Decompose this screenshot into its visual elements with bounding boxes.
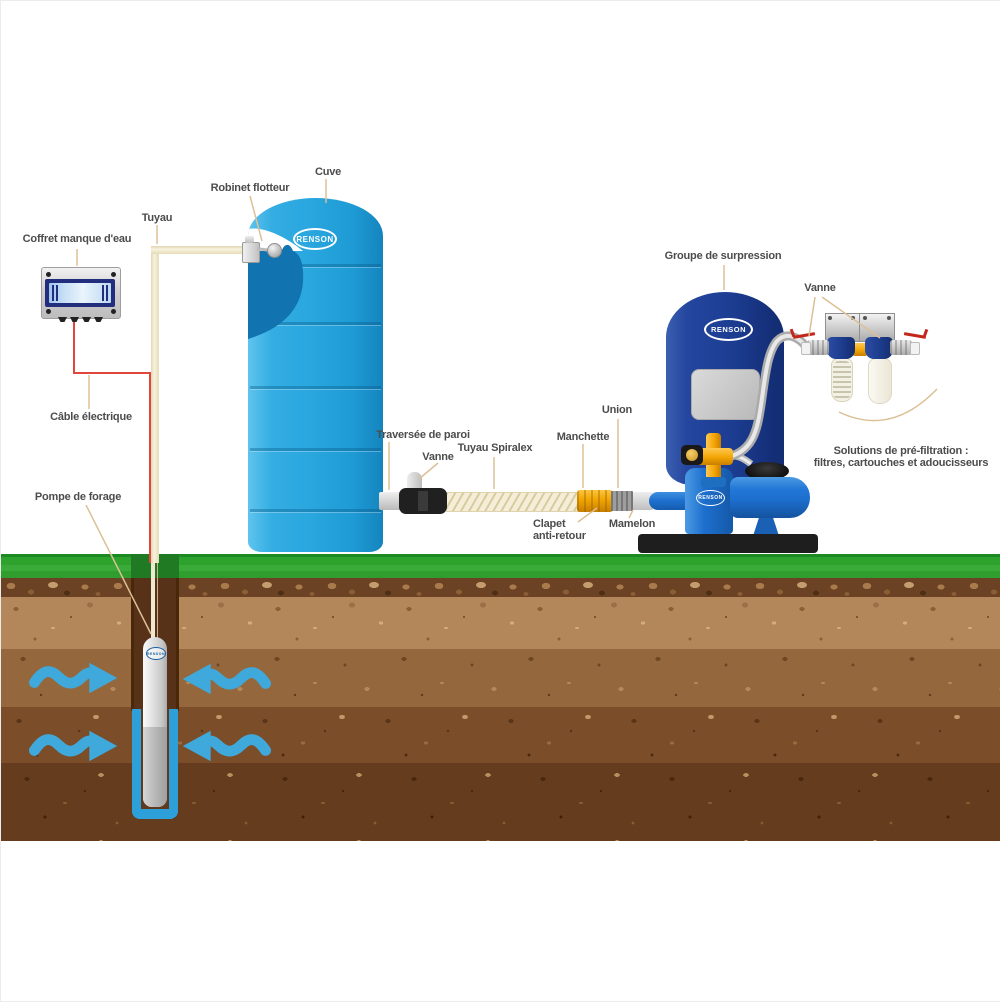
topsoil-rocky-layer — [1, 578, 1000, 599]
cable-gland — [70, 317, 79, 322]
electric-cable — [73, 372, 151, 374]
filter-valve-right — [890, 340, 912, 355]
brand-text: RENSON — [296, 234, 334, 244]
control-box-screw — [46, 272, 51, 277]
electric-cable — [149, 372, 151, 563]
nipple-fitting — [631, 492, 653, 510]
water-arrow-left-1 — [29, 662, 118, 694]
vessel-label-plate — [691, 369, 760, 420]
water-arrow-right-1 — [182, 663, 271, 695]
filter-bowl-smooth — [868, 358, 892, 404]
screen-stripe — [52, 285, 54, 301]
float-valve-knob — [245, 236, 254, 243]
bowl-ribs — [833, 361, 851, 399]
valve-ribs — [890, 340, 912, 355]
screen-stripe — [106, 285, 108, 301]
borehole-pump-lower — [143, 727, 167, 807]
filter-head-left — [827, 337, 855, 359]
valve-ribs — [807, 340, 829, 355]
label-vanne-cuve: Vanne — [422, 451, 454, 463]
tank-logo: RENSON — [293, 228, 337, 250]
electric-cable — [73, 322, 75, 374]
motor-cap — [745, 462, 789, 480]
label-coffret: Coffret manque d'eau — [22, 233, 132, 245]
control-box-screw — [46, 309, 51, 314]
label-traversee-de-paroi: Traversée de paroi — [376, 429, 470, 441]
tank-rib — [250, 264, 381, 267]
filter-valve-left — [807, 340, 829, 355]
gauge-dial — [686, 449, 698, 461]
pump-cable — [156, 563, 158, 639]
label-clapet-line2: anti-retour — [533, 530, 586, 542]
label-cable-electrique: Câble électrique — [50, 411, 132, 423]
pump-motor — [730, 477, 810, 518]
check-valve — [577, 490, 613, 512]
label-tuyau: Tuyau — [141, 212, 173, 224]
water-arrow-left-2 — [29, 730, 118, 762]
pressure-gauge — [681, 445, 703, 465]
wall-crossing-pipe — [379, 492, 401, 510]
tank-rib — [250, 448, 381, 451]
label-clapet-anti-retour: Clapet anti-retour — [533, 518, 586, 542]
filter-connector — [853, 343, 867, 356]
cable-gland — [82, 317, 91, 322]
tank-rib — [250, 386, 381, 389]
label-solutions-line1: Solutions de pré-filtration : — [833, 445, 969, 457]
tank-rib — [250, 509, 381, 512]
control-box-panel — [45, 279, 115, 307]
label-solutions-line2: filtres, cartouches et adoucisseurs — [813, 457, 989, 469]
borehole-pump-logo: RENSON — [146, 647, 166, 660]
filter-valve-left-cap — [801, 342, 811, 355]
label-union: Union — [601, 404, 633, 416]
screen-stripe — [56, 285, 58, 301]
label-solutions-pre-filtration: Solutions de pré-filtration : filtres, c… — [814, 445, 989, 469]
label-pompe-de-forage: Pompe de forage — [34, 491, 122, 503]
supply-pipe-horizontal — [151, 246, 243, 254]
label-cuve: Cuve — [314, 166, 342, 178]
brand-text: RENSON — [698, 495, 723, 501]
label-robinet-flotteur: Robinet flotteur — [210, 182, 290, 194]
cable-gland — [58, 317, 67, 322]
label-clapet-line1: Clapet — [533, 518, 566, 530]
label-tuyau-spiralex: Tuyau Spiralex — [457, 442, 533, 454]
supply-pipe-vertical — [151, 246, 159, 563]
control-box — [41, 267, 121, 319]
union-fitting — [611, 491, 633, 511]
tank-cutaway — [248, 228, 304, 339]
water-arrow-right-2 — [182, 730, 271, 762]
check-valve-ribs — [577, 490, 613, 512]
pump-inlet-pipe — [649, 492, 693, 510]
control-box-screen — [49, 283, 111, 303]
union-ribs — [611, 491, 633, 511]
brand-text: RENSON — [710, 325, 747, 334]
float-ball — [267, 243, 282, 258]
bracket-screw — [887, 316, 891, 320]
pump-foot — [753, 516, 779, 536]
label-mamelon: Mamelon — [608, 518, 656, 530]
shutoff-valve — [399, 488, 447, 514]
filter-head-right — [865, 337, 893, 359]
brand-text: RENSON — [147, 651, 165, 656]
valve-center — [418, 491, 428, 511]
cable-gland — [94, 317, 103, 322]
vessel-logo: RENSON — [704, 318, 753, 341]
label-groupe-de-surpression: Groupe de surpression — [664, 250, 782, 262]
bracket-screw — [863, 316, 867, 320]
pump-base — [638, 534, 818, 553]
bracket-screw — [828, 316, 832, 320]
pump-top-collar — [701, 477, 726, 487]
filter-bowl-ribbed — [831, 358, 853, 402]
label-vanne-filtration: Vanne — [804, 282, 836, 294]
screen-stripe — [102, 285, 104, 301]
filter-valve-right-cap — [910, 342, 920, 355]
tank-rib — [250, 322, 381, 325]
label-manchette: Manchette — [556, 431, 610, 443]
control-box-screw — [111, 272, 116, 277]
drop-pipe — [151, 563, 155, 639]
control-box-screw — [111, 309, 116, 314]
pump-logo: RENSON — [696, 490, 725, 506]
